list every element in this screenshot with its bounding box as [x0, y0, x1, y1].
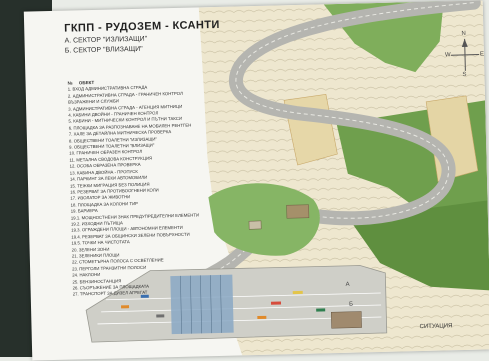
- plan-title-block: ГКПП - РУДОЗЕМ - КСАНТИ А. СЕКТОР "ИЗЛИЗ…: [64, 18, 275, 55]
- legend-header-number: №: [67, 80, 73, 86]
- road-label-a: A: [345, 281, 350, 288]
- customs-hall: [330, 311, 362, 329]
- direction-indicator: N W E S: [444, 30, 485, 79]
- direction-letter-w: W: [444, 52, 451, 59]
- canopy-ribs: [180, 274, 223, 334]
- parked-vehicles: [121, 290, 326, 320]
- legend-header-object: ОБЕКТ: [78, 79, 95, 86]
- north-arrow-icon: [450, 38, 480, 71]
- road-label-b: Б: [348, 301, 354, 308]
- direction-letter-n: N: [461, 30, 466, 37]
- site-plan-drawing: [85, 0, 489, 356]
- site-plan-sheet: ГКПП - РУДОЗЕМ - КСАНТИ А. СЕКТОР "ИЗЛИЗ…: [23, 0, 489, 361]
- small-building: [248, 220, 262, 230]
- situation-label: СИТУАЦИЯ: [419, 323, 453, 331]
- checkpoint-platform: [85, 265, 388, 343]
- green-zone: [208, 183, 320, 256]
- direction-letter-e: E: [479, 51, 485, 58]
- direction-letter-s: S: [462, 71, 467, 78]
- admin-building: [286, 204, 310, 219]
- canopy-structure: [170, 274, 234, 335]
